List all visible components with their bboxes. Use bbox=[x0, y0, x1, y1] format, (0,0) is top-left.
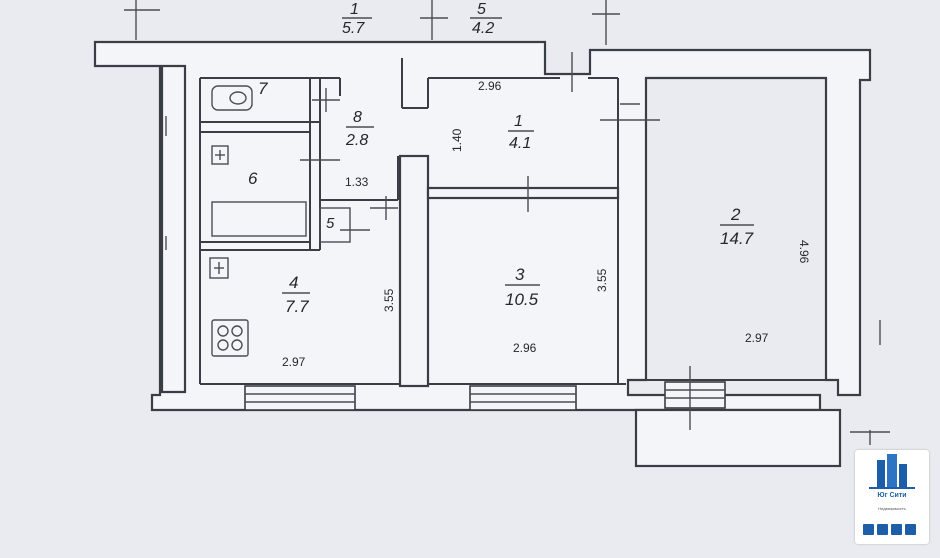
outer-walls bbox=[93, 40, 872, 412]
neighbor-left-number: 1 bbox=[350, 1, 359, 18]
house-icon bbox=[877, 524, 888, 535]
room-2-label: 2 14.7 bbox=[720, 205, 754, 248]
dim-kitchen-width: 2.97 bbox=[282, 355, 306, 369]
watermark-subtitle: Недвижимость bbox=[878, 506, 906, 511]
dim-room2-width: 2.97 bbox=[745, 331, 769, 345]
interior-walls bbox=[200, 78, 620, 388]
svg-text:14.7: 14.7 bbox=[720, 229, 754, 248]
svg-text:3: 3 bbox=[515, 265, 525, 284]
svg-text:5: 5 bbox=[326, 215, 335, 232]
svg-text:4: 4 bbox=[289, 273, 298, 292]
watermark-logo: Юг Сити Недвижимость bbox=[855, 450, 929, 544]
toilet-icon bbox=[211, 85, 253, 111]
key-icon bbox=[863, 524, 874, 535]
watermark-icons bbox=[863, 524, 916, 535]
room-3-label: 3 10.5 bbox=[505, 265, 540, 309]
dim-corridor-width: 1.33 bbox=[345, 175, 369, 189]
room-4-label: 4 7.7 bbox=[282, 273, 310, 316]
dim-hall-top: 2.96 bbox=[478, 79, 502, 93]
svg-text:2: 2 bbox=[730, 205, 741, 224]
svg-text:7.7: 7.7 bbox=[285, 297, 309, 316]
sink-icon bbox=[211, 145, 229, 165]
svg-text:1: 1 bbox=[514, 113, 523, 130]
svg-text:2.8: 2.8 bbox=[345, 132, 368, 149]
dim-hall-height: 1.40 bbox=[450, 128, 464, 152]
svg-text:8: 8 bbox=[353, 109, 362, 126]
svg-text:7: 7 bbox=[258, 79, 268, 98]
neighbor-right-number: 5 bbox=[477, 1, 486, 18]
balcony bbox=[634, 408, 842, 468]
room-1-label: 1 4.1 bbox=[508, 113, 534, 152]
dim-room3-height: 3.55 bbox=[595, 268, 609, 292]
bathtub-icon bbox=[211, 201, 307, 237]
document-icon bbox=[891, 524, 902, 535]
room-7-label: 7 bbox=[258, 79, 268, 98]
dim-room2-height: 4.96 bbox=[797, 240, 811, 264]
building-icon bbox=[869, 454, 915, 489]
neighbor-right-area: 4.2 bbox=[472, 20, 494, 37]
windows bbox=[244, 381, 726, 411]
room-6-label: 6 bbox=[248, 169, 258, 188]
stove-icon bbox=[211, 319, 249, 357]
door-marks bbox=[124, 0, 890, 445]
svg-text:4.1: 4.1 bbox=[509, 135, 531, 152]
neighbor-labels: 1 5.7 5 4.2 bbox=[342, 1, 502, 37]
handshake-icon bbox=[905, 524, 916, 535]
svg-text:10.5: 10.5 bbox=[505, 290, 539, 309]
kitchen-sink-icon bbox=[209, 257, 229, 279]
dim-kitchen-height: 3.55 bbox=[382, 288, 396, 312]
room-5-label: 5 bbox=[326, 215, 335, 232]
dim-room3-width: 2.96 bbox=[513, 341, 537, 355]
watermark-name: Юг Сити bbox=[877, 492, 907, 499]
svg-text:6: 6 bbox=[248, 169, 258, 188]
neighbor-left-area: 5.7 bbox=[342, 20, 365, 37]
room-8-label: 8 2.8 bbox=[345, 109, 374, 149]
